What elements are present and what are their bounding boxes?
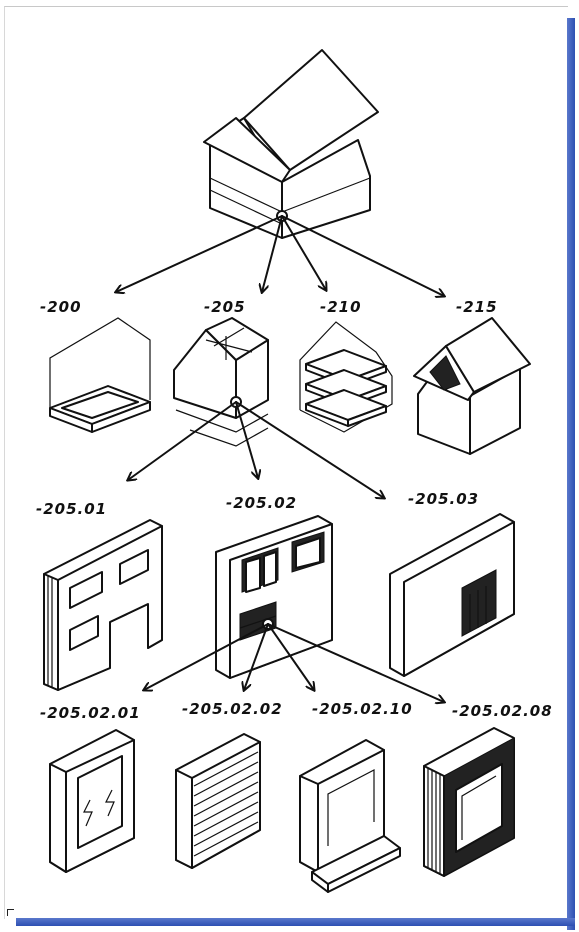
label-205: -205 (204, 298, 246, 316)
foundation-illustration (50, 318, 150, 432)
label-200: -200 (40, 298, 82, 316)
label-205-02-02: -205.02.02 (182, 700, 283, 718)
window-illustration (50, 730, 134, 872)
door-frame-illustration (300, 740, 400, 892)
label-205-03: -205.03 (408, 490, 479, 508)
label-205-02-08: -205.02.08 (452, 702, 553, 720)
label-210: -210 (320, 298, 362, 316)
structure-illustration (174, 318, 268, 446)
facade-with-openings-illustration (216, 516, 332, 678)
wall-frame-illustration (44, 520, 162, 690)
label-205-02: -205.02 (226, 494, 297, 512)
panel-frame-illustration (424, 728, 514, 876)
label-205-01: -205.01 (36, 500, 107, 518)
label-205-02-10: -205.02.10 (312, 700, 413, 718)
shutter-illustration (176, 734, 260, 868)
plain-wall-illustration (390, 514, 514, 676)
roof-illustration (414, 318, 530, 454)
whole-house-illustration (204, 50, 378, 238)
floors-illustration (300, 322, 392, 432)
label-205-02-01: -205.02.01 (40, 704, 141, 722)
label-215: -215 (456, 298, 498, 316)
